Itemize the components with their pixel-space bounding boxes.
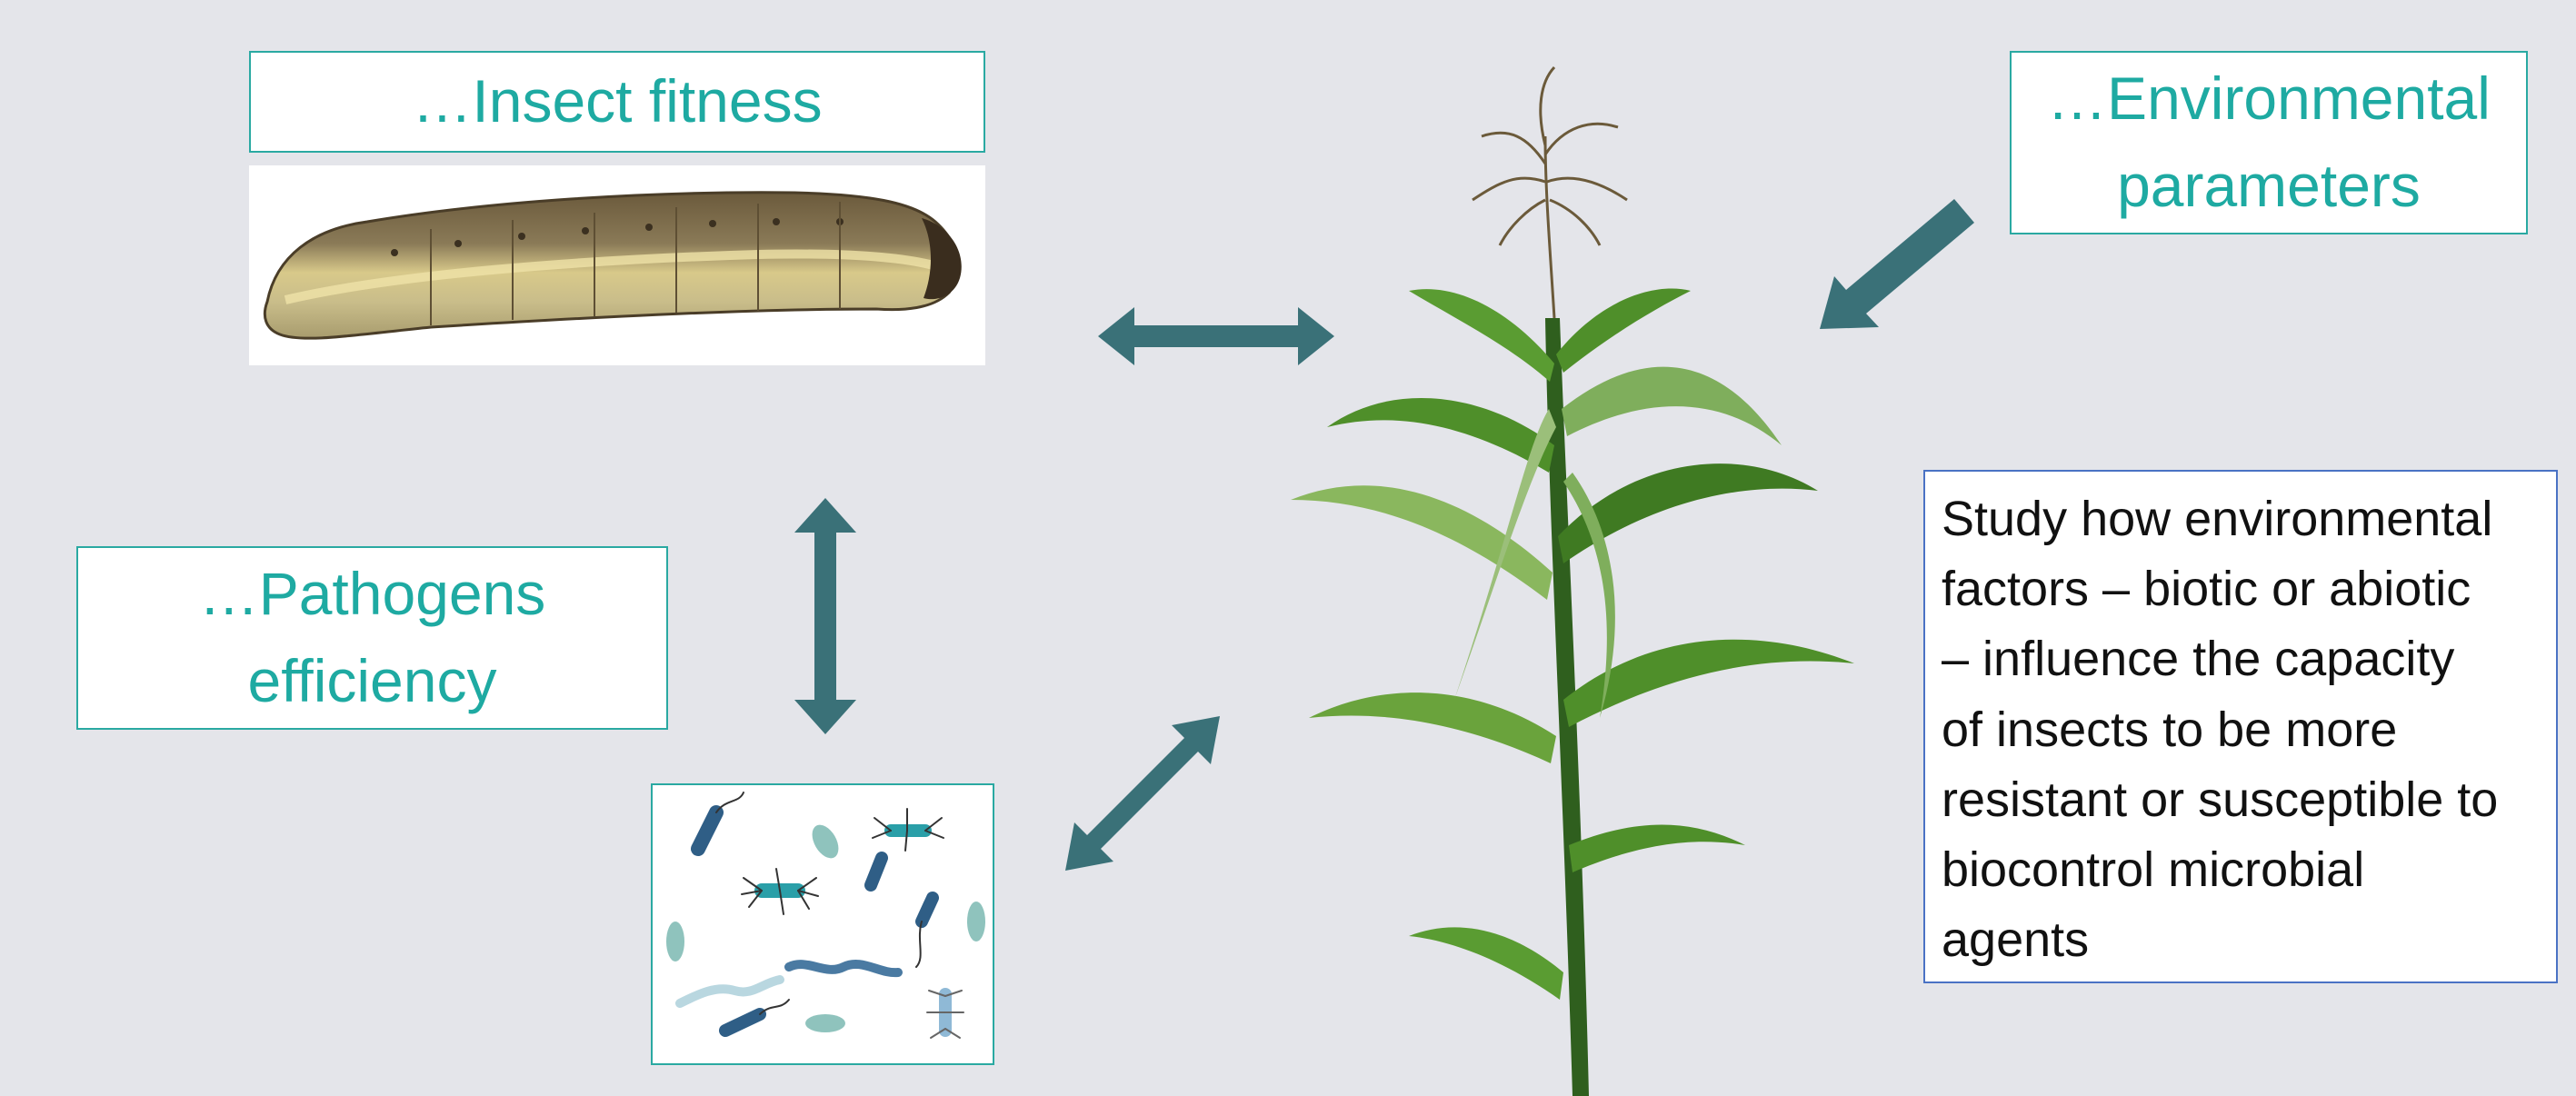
description-line: biocontrol microbial xyxy=(1942,835,2540,905)
description-line: agents xyxy=(1942,905,2540,975)
description-line: – influence the capacity xyxy=(1942,624,2540,694)
double-arrow-insect-pathogen xyxy=(794,498,856,734)
description-line: of insects to be more xyxy=(1942,695,2540,765)
insect-fitness-label: …Insect fitness xyxy=(249,51,985,153)
description-line: resistant or susceptible to xyxy=(1942,765,2540,835)
description-line: factors – biotic or abiotic xyxy=(1942,554,2540,624)
environmental-line-2: parameters xyxy=(2047,143,2491,230)
pathogens-efficiency-label: …Pathogens efficiency xyxy=(76,546,668,730)
description-line: Study how environmental xyxy=(1942,484,2540,554)
study-description: Study how environmental factors – biotic… xyxy=(1923,470,2558,983)
microbes-image xyxy=(651,783,994,1065)
pathogens-line-1: …Pathogens xyxy=(199,551,546,638)
caterpillar-image xyxy=(249,165,985,365)
maize-plant-image xyxy=(1182,64,1927,1096)
environmental-parameters-label: …Environmental parameters xyxy=(2010,51,2528,234)
environmental-line-1: …Environmental xyxy=(2047,55,2491,143)
pathogens-line-2: efficiency xyxy=(199,638,546,725)
insect-fitness-text: …Insect fitness xyxy=(412,58,822,145)
